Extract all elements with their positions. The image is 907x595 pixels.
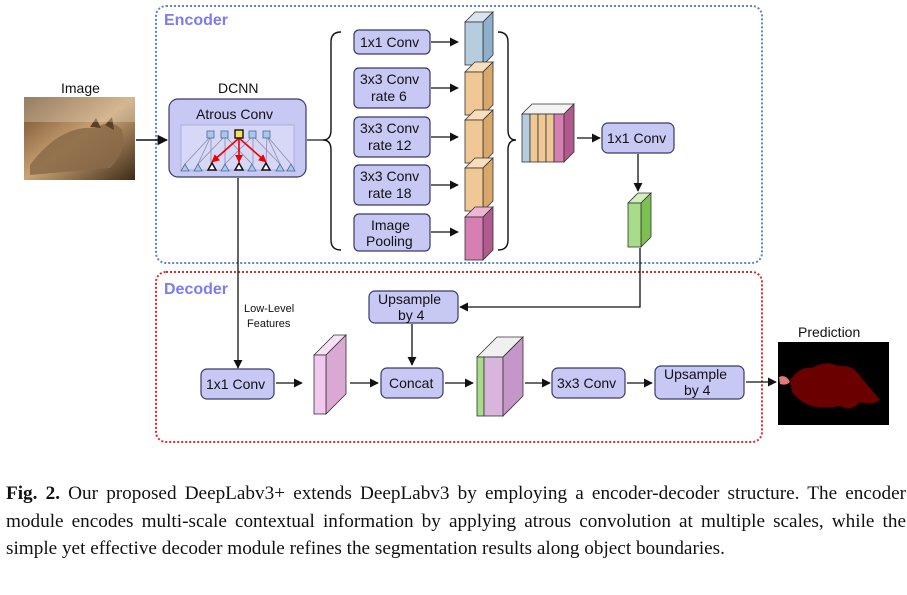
- encoder-region: [155, 5, 763, 264]
- encoder-title: Encoder: [164, 12, 228, 29]
- concat-label: Concat: [389, 375, 433, 391]
- decoder-conv3x3: 3x3 Conv: [551, 367, 626, 399]
- low-level-label-1: Low-Level: [244, 303, 294, 315]
- decoder-region: [155, 271, 763, 443]
- upsample-out-line1: Upsample: [664, 366, 727, 382]
- aspp-concat-features: [521, 103, 575, 163]
- upsample-by4-out: Upsample by 4: [654, 365, 745, 400]
- aspp-rate18-line1: 3x3 Conv: [360, 168, 419, 184]
- decoder-conv3x3-label: 3x3 Conv: [557, 375, 616, 391]
- deeplabv3plus-diagram: Encoder Decoder Image DCNN Atrous Conv: [24, 5, 889, 443]
- caption-text: Our proposed DeepLabv3+ extends DeepLabv…: [6, 483, 907, 559]
- aspp-pooling-line2: Pooling: [366, 233, 413, 249]
- aspp-conv1x1-label: 1x1 Conv: [360, 34, 419, 50]
- figure-caption: Fig. 2. Our proposed DeepLabv3+ extends …: [6, 480, 906, 563]
- decoder-conv1x1-label: 1x1 Conv: [206, 376, 265, 392]
- aspp-feature-map-2: [464, 61, 494, 116]
- atrous-conv-label: Atrous Conv: [196, 106, 273, 122]
- input-cat-image: [24, 97, 135, 180]
- decoder-title: Decoder: [164, 281, 228, 298]
- aspp-rate12-line1: 3x3 Conv: [360, 120, 419, 136]
- concat-box: Concat: [380, 367, 444, 399]
- dcnn-label: DCNN: [218, 80, 258, 96]
- encoder-output-feature: [627, 192, 652, 248]
- atrous-conv-icon: [180, 124, 296, 172]
- aspp-conv-rate12: 3x3 Conv rate 12: [353, 116, 431, 158]
- arrow-encoder-to-upsample: [459, 248, 641, 312]
- upsample-out-line2: by 4: [684, 382, 711, 398]
- aspp-rate18-line2: rate 18: [368, 185, 412, 201]
- prediction-label: Prediction: [798, 324, 860, 340]
- decoder-concat-features: [476, 336, 524, 417]
- aspp-rate6-line1: 3x3 Conv: [360, 71, 419, 87]
- aspp-feature-map-1: [464, 11, 494, 66]
- decoder-conv1x1: 1x1 Conv: [200, 368, 275, 400]
- aspp-right-brace: [497, 31, 517, 251]
- aspp-feature-map-4: [464, 157, 494, 212]
- encoder-conv1x1-label: 1x1 Conv: [607, 130, 666, 146]
- prediction-mask: [778, 342, 889, 425]
- aspp-rate6-line2: rate 6: [371, 88, 407, 104]
- aspp-conv-rate18: 3x3 Conv rate 18: [353, 164, 431, 206]
- aspp-left-brace: [322, 31, 342, 251]
- decoder-low-level-feature: [313, 334, 347, 415]
- image-label: Image: [61, 80, 100, 96]
- aspp-conv1x1: 1x1 Conv: [353, 29, 431, 55]
- aspp-feature-map-3: [464, 109, 494, 164]
- aspp-rate12-line2: rate 12: [368, 137, 412, 153]
- aspp-pooling-line1: Image: [371, 217, 410, 233]
- aspp-conv-rate6: 3x3 Conv rate 6: [353, 67, 431, 109]
- encoder-conv1x1: 1x1 Conv: [601, 122, 675, 154]
- aspp-feature-map-5: [464, 206, 494, 261]
- caption-fig-label: Fig. 2.: [6, 483, 61, 504]
- upsample-top-line1: Upsample: [378, 291, 441, 307]
- low-level-label-2: Features: [247, 318, 291, 330]
- aspp-image-pooling: Image Pooling: [353, 213, 431, 252]
- upsample-by4-top: Upsample by 4: [368, 290, 459, 324]
- upsample-top-line2: by 4: [398, 307, 425, 323]
